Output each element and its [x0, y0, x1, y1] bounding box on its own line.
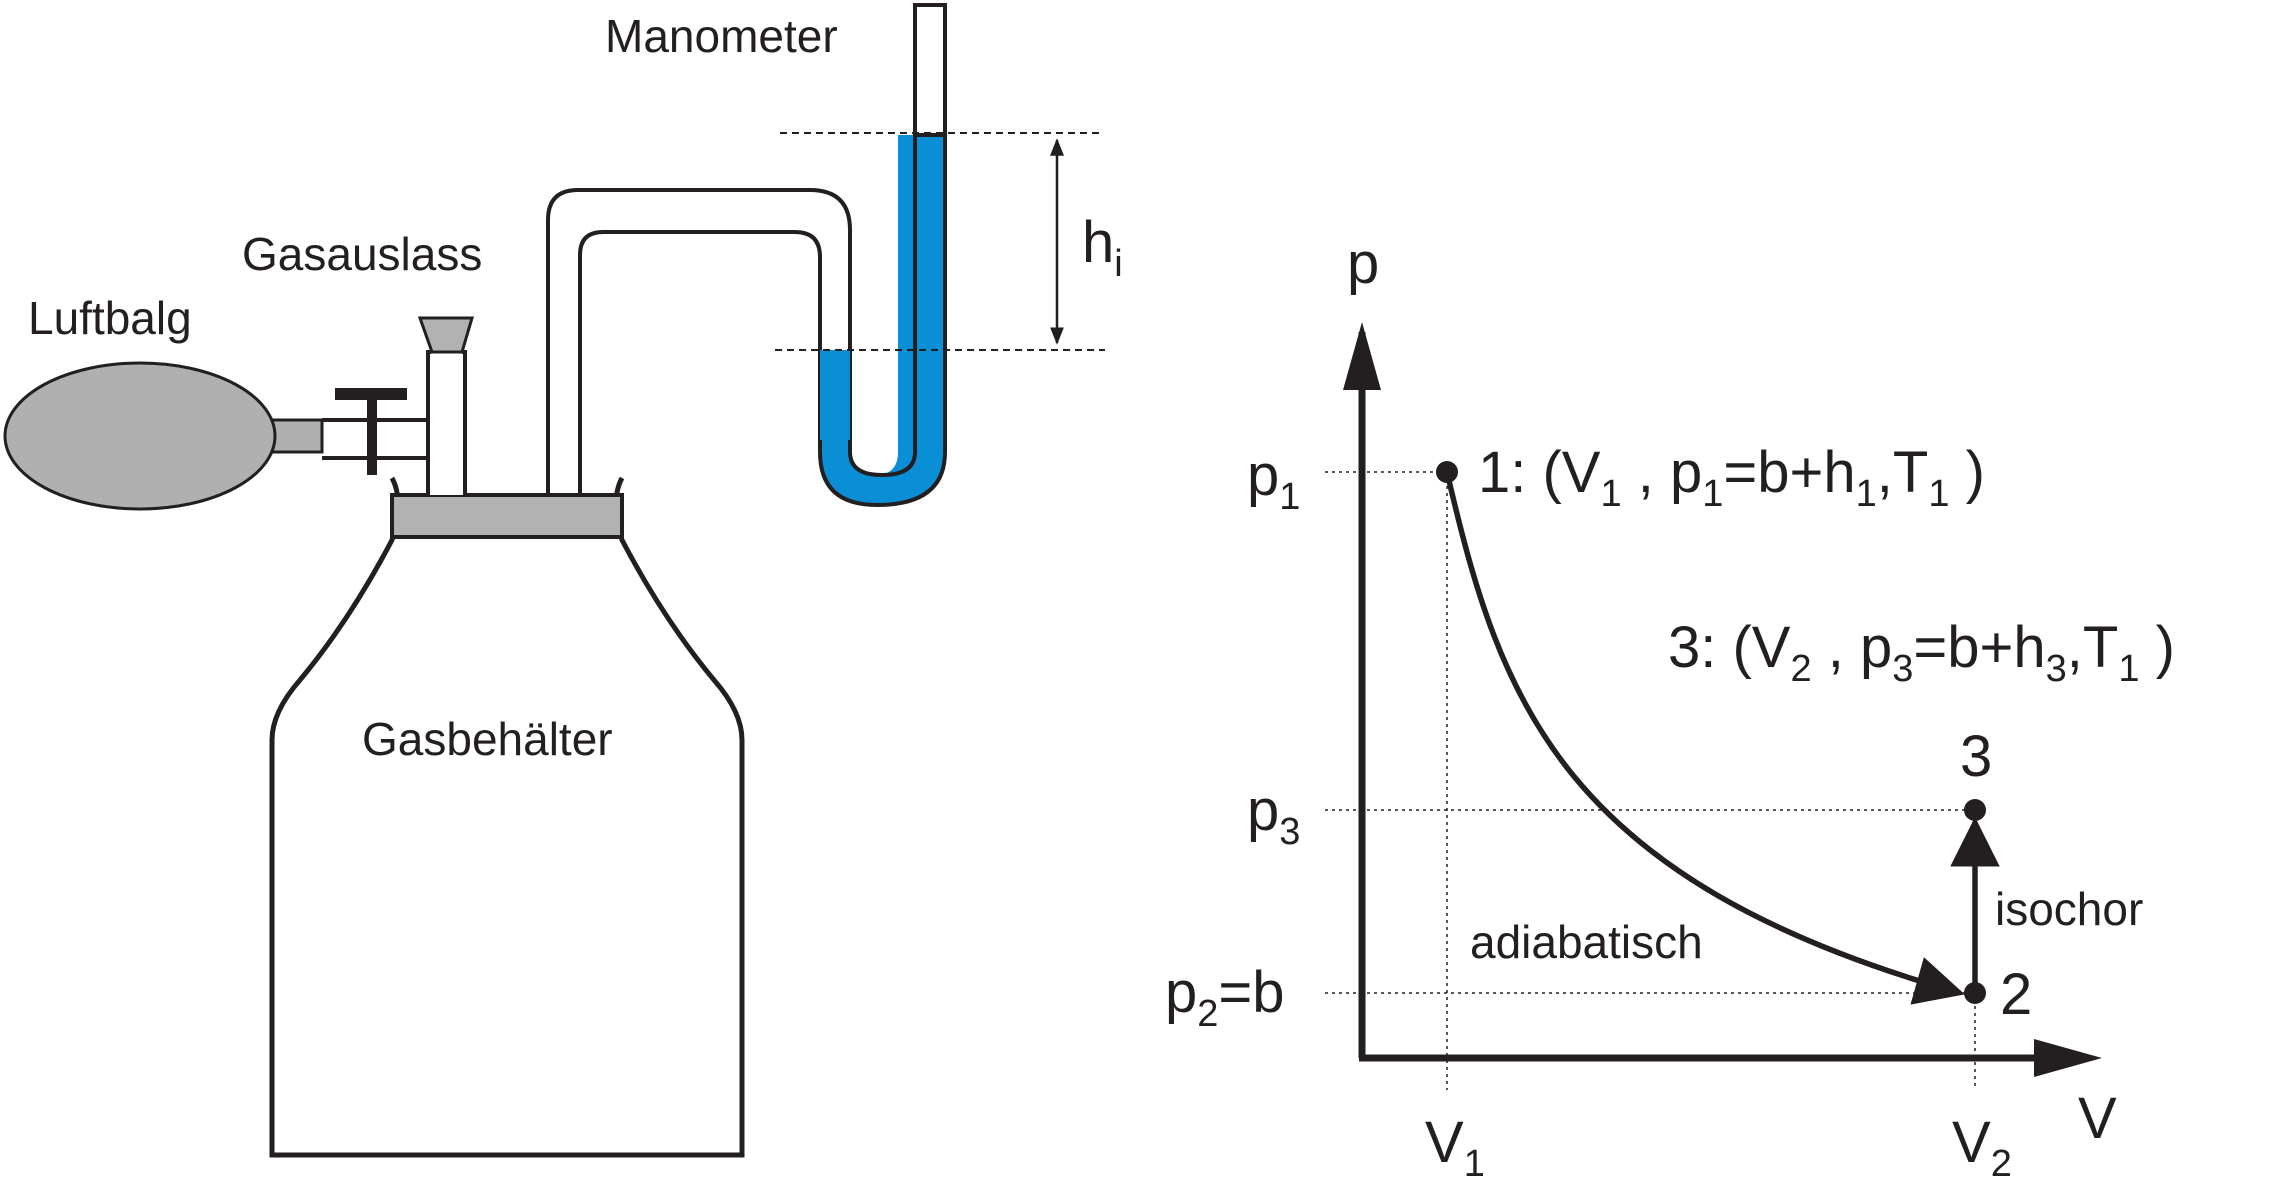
p1-label: p1 — [1247, 443, 1300, 518]
connecting-tube-outer — [546, 188, 852, 495]
p-axis-label: p — [1347, 231, 1379, 296]
manometer-inner — [848, 440, 917, 478]
v2-subscript: 2 — [1991, 1143, 2012, 1185]
bulb-label: Luftbalg — [28, 292, 192, 344]
state3-end: ) — [2139, 615, 2174, 680]
height-symbol: h — [1082, 210, 1114, 275]
state1-sub-c: 1 — [1856, 473, 1877, 515]
point3-label: 3 — [1960, 724, 1992, 789]
manometer-liquid-left — [820, 135, 945, 505]
v1-subscript: 1 — [1464, 1143, 1485, 1185]
state3-prefix: 3: (V — [1668, 615, 1791, 680]
isochoric-label: isochor — [1995, 883, 2143, 935]
v-axis-arrowhead — [2034, 1039, 2102, 1077]
adiabatic-curve — [1444, 471, 1965, 1005]
v2-base: V — [1952, 1110, 1991, 1175]
state1-eq: =b+h — [1723, 440, 1855, 505]
outlet-tube-mask — [431, 352, 462, 495]
adiabatic-label: adiabatisch — [1470, 916, 1703, 968]
state1-description: 1: (V1 , p1=b+h1,T1 ) — [1478, 440, 1985, 515]
state-point-1 — [1436, 461, 1458, 483]
valve-handle — [335, 388, 407, 400]
state1-sub-d: 1 — [1928, 473, 1949, 515]
height-label: hi — [1082, 210, 1123, 285]
manometer-outer — [818, 3, 947, 508]
point2-label: 2 — [2000, 962, 2032, 1027]
state-point-2 — [1964, 982, 1986, 1004]
state1-prefix: 1: (V — [1478, 440, 1601, 505]
gas-outlet-label: Gasauslass — [242, 228, 482, 280]
air-bulb — [3, 361, 277, 511]
height-subscript: i — [1114, 243, 1122, 285]
stopper — [390, 493, 624, 539]
state3-sub-b: 3 — [1892, 648, 1913, 690]
p2-subscript: 2 — [1197, 993, 1218, 1035]
p-axis-arrowhead — [1343, 322, 1381, 390]
gas-container-outline — [269, 476, 745, 1158]
v1-label: V1 — [1425, 1110, 1485, 1185]
p3-base: p — [1247, 778, 1279, 843]
manometer-label: Manometer — [605, 10, 838, 62]
state3-eq: =b+h — [1913, 615, 2045, 680]
manometer-tube-right — [913, 3, 947, 137]
state3-t: ,T — [2067, 615, 2119, 680]
p1-subscript: 1 — [1279, 476, 1300, 518]
state3-sub-a: 2 — [1791, 648, 1812, 690]
apparatus: Manometer Gasauslass Luftbalg Gasbehälte… — [3, 3, 1123, 1158]
pv-diagram: p V p1 p3 p2=b V1 V2 1: (V1 , p1=b+h1,T1… — [1165, 231, 2175, 1185]
v-axis-label: V — [2078, 1086, 2117, 1151]
p2-label: p2=b — [1165, 960, 1285, 1035]
state1-sub-a: 1 — [1601, 473, 1622, 515]
state-point-3 — [1964, 799, 1986, 821]
v1-base: V — [1425, 1110, 1464, 1175]
p3-label: p3 — [1247, 778, 1300, 853]
state3-mid: , p — [1812, 615, 1893, 680]
container-label: Gasbehälter — [362, 713, 613, 765]
p2-suffix: =b — [1218, 960, 1284, 1025]
connecting-tube-inner — [578, 230, 822, 495]
state1-t: ,T — [1877, 440, 1929, 505]
p2-base: p — [1165, 960, 1197, 1025]
state3-description: 3: (V2 , p3=b+h3,T1 ) — [1668, 615, 2175, 690]
state1-sub-b: 1 — [1702, 473, 1723, 515]
state3-sub-d: 1 — [2118, 648, 2139, 690]
state1-mid: , p — [1622, 440, 1703, 505]
outlet-funnel — [417, 316, 475, 354]
p1-base: p — [1247, 443, 1279, 508]
v2-label: V2 — [1952, 1110, 2012, 1185]
state1-end: ) — [1949, 440, 1984, 505]
state3-sub-c: 3 — [2046, 648, 2067, 690]
p3-subscript: 3 — [1279, 811, 1300, 853]
